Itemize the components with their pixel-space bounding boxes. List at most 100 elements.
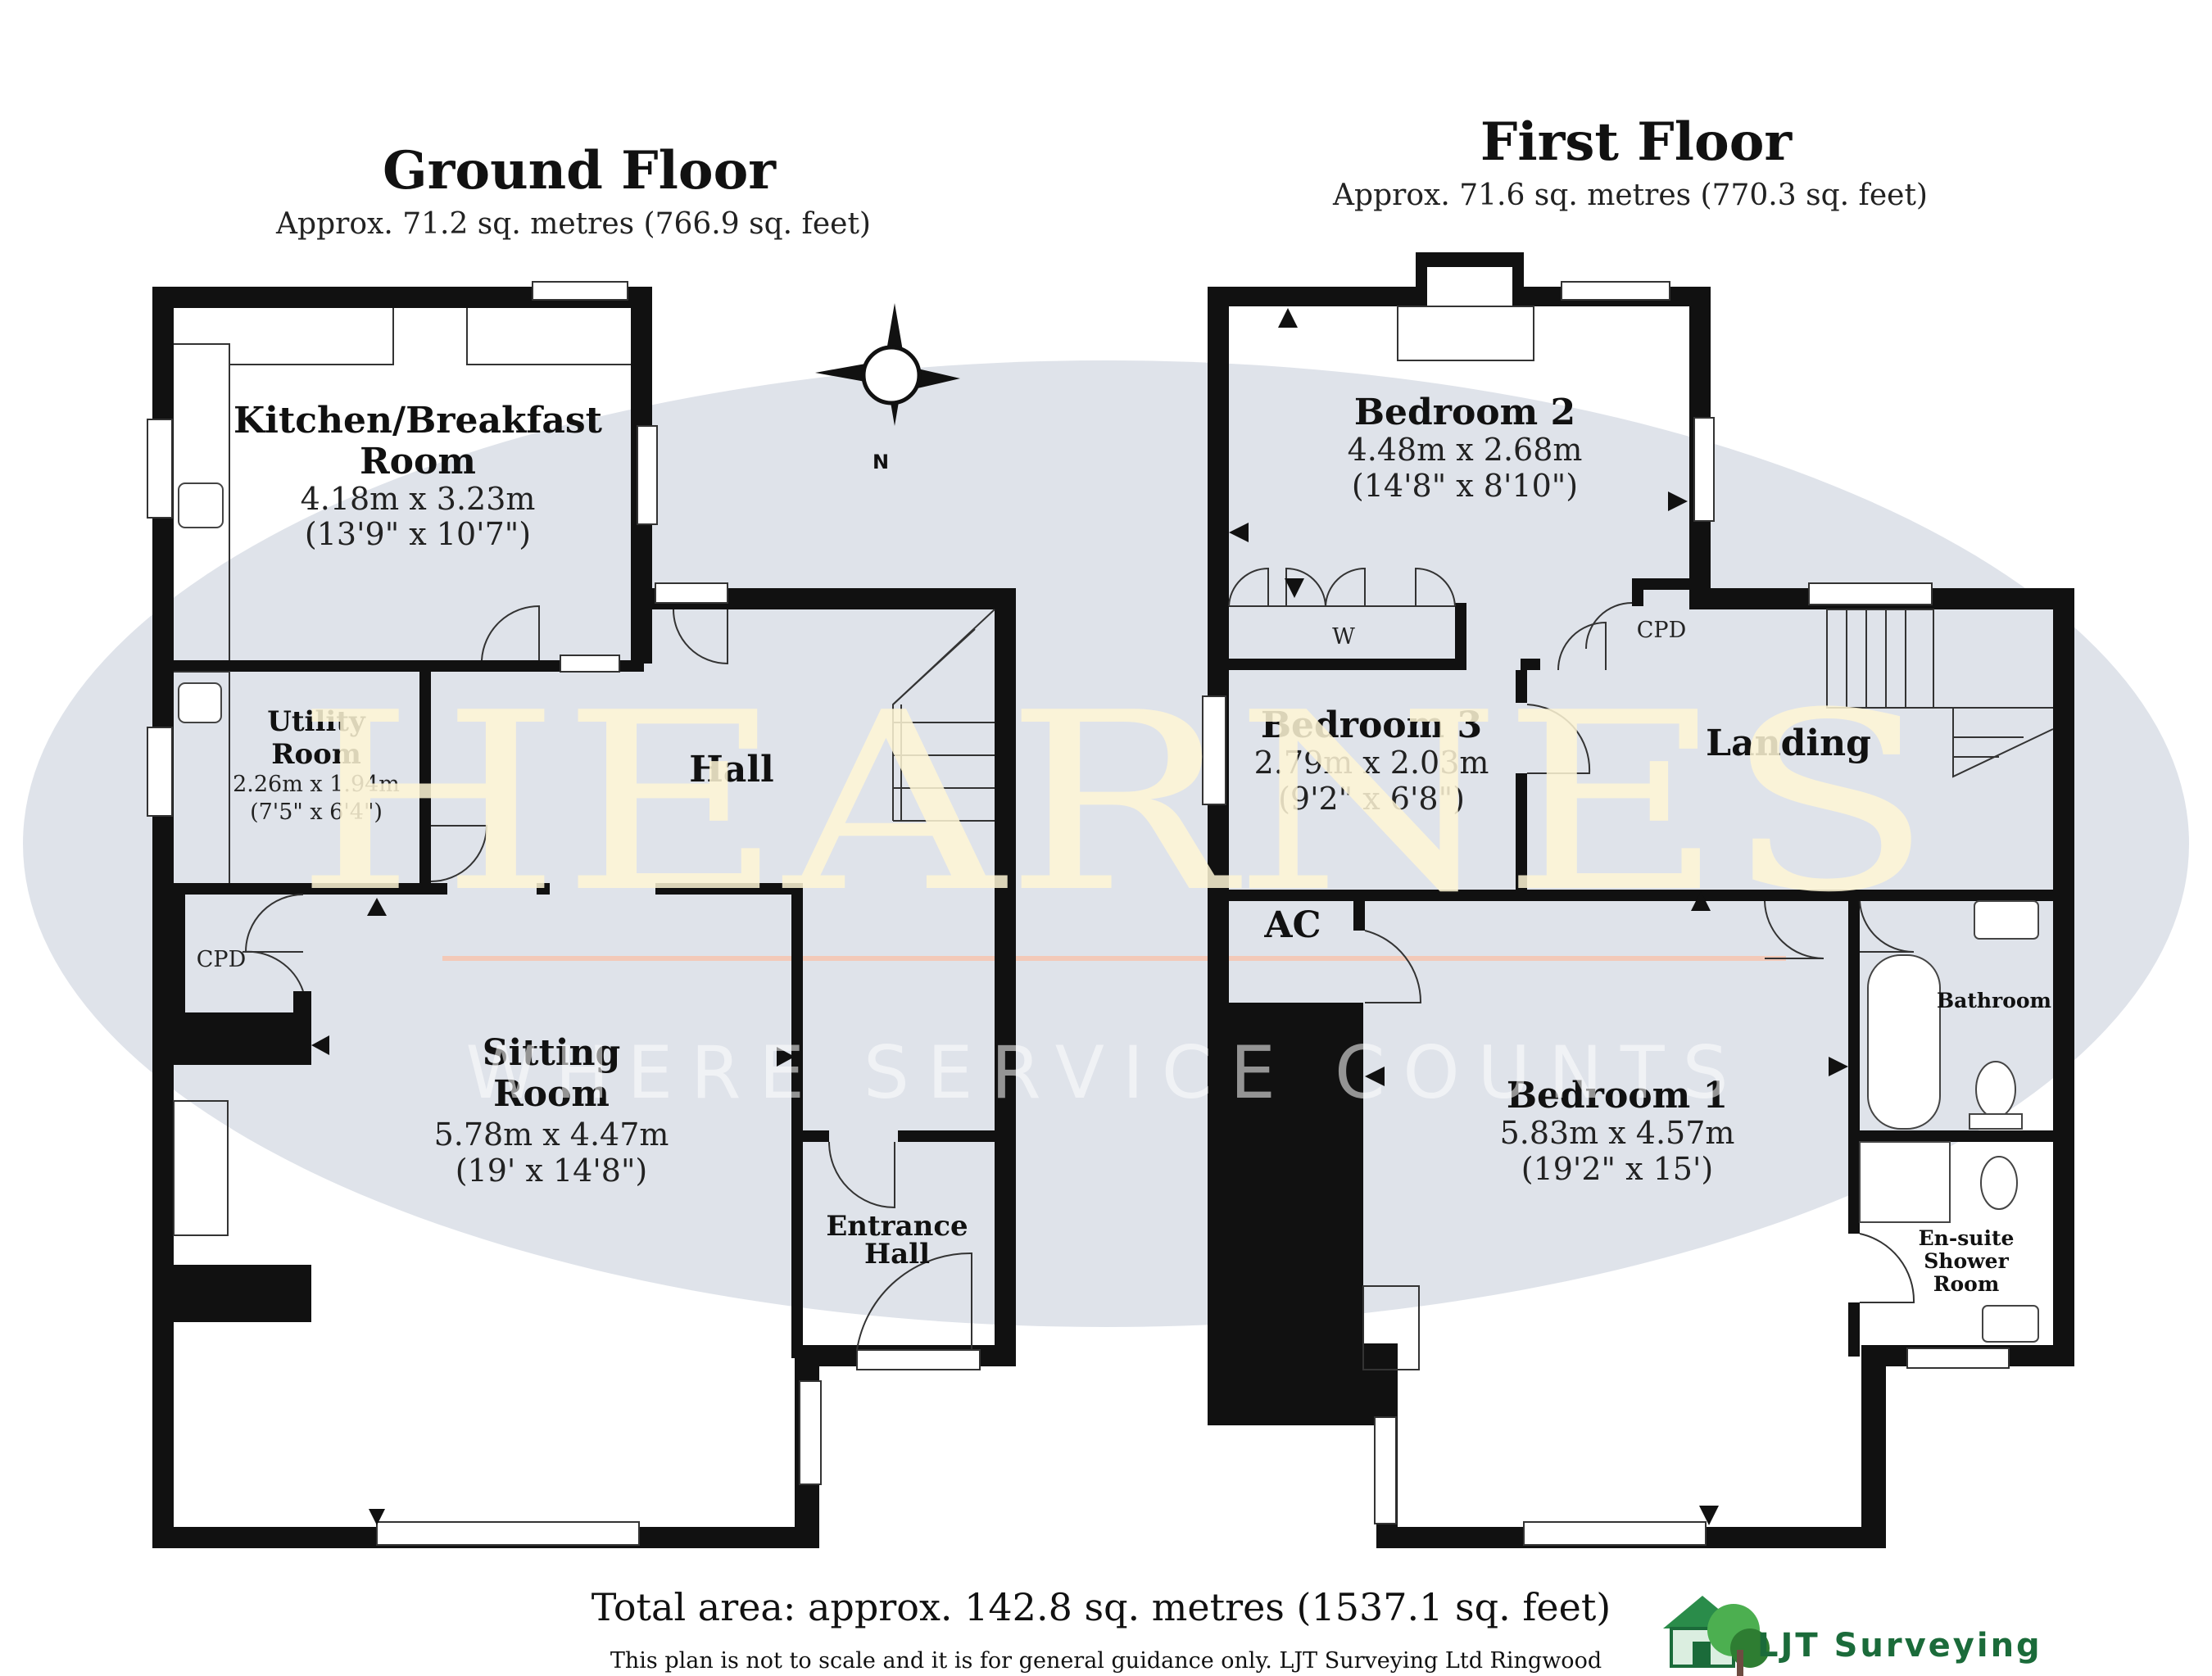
gf-entrance-name: Entrance (826, 1210, 968, 1243)
ff-bath (1867, 954, 1941, 1130)
ff-door-arc (1526, 704, 1591, 774)
gf-window (147, 419, 173, 519)
gf-kitchen-name: Kitchen/Breakfast (233, 400, 603, 442)
ground-floor-area: Approx. 71.2 sq. metres (766.9 sq. feet) (275, 207, 871, 241)
gf-wall (898, 1130, 1004, 1142)
total-area: Total area: approx. 142.8 sq. metres (15… (592, 1585, 1611, 1629)
ff-wall (1516, 670, 1527, 703)
gf-window (532, 281, 628, 301)
gf-kitchen-sink (178, 482, 224, 528)
ff-wall (1521, 659, 1540, 670)
ff-arrow (1229, 523, 1249, 542)
gf-wall (995, 588, 1016, 1366)
ff-landing-name: Landing (1706, 722, 1871, 764)
ff-wall (1861, 1345, 1886, 1548)
ff-chimney (1208, 1343, 1398, 1425)
gf-chimney (174, 1012, 311, 1065)
ff-wall (1819, 890, 1845, 901)
gf-arrow (311, 1035, 329, 1055)
gf-kitchen-worktop (466, 308, 631, 365)
logo: LJT Surveying (1663, 1596, 2042, 1676)
ff-bedroom2-name: Bedroom 2 (1354, 392, 1575, 433)
gf-door-arc (856, 1252, 972, 1351)
gf-door-arc (481, 605, 540, 661)
house-tree-icon (1663, 1596, 1770, 1676)
ff-window (1202, 695, 1226, 805)
gf-arrow (369, 1509, 385, 1525)
ff-wall (1353, 890, 1365, 931)
first-floor-plan: Bedroom 2 4.48m x 2.68m (14'8" x 8'10") … (1202, 252, 2074, 1548)
ff-arrow (1699, 1506, 1719, 1525)
ff-wall (1229, 659, 1466, 670)
ff-alcove (1362, 1285, 1420, 1370)
gf-cpd-name: CPD (197, 947, 246, 972)
gf-arrow (367, 898, 387, 916)
gf-window (799, 1380, 822, 1485)
logo-text: LJT Surveying (1757, 1627, 2042, 1665)
gf-door-arc (242, 950, 304, 992)
ff-door-arc (1585, 602, 1633, 650)
compass-north-label: N (873, 451, 889, 473)
gf-wall (419, 660, 431, 890)
ff-arrow (1668, 491, 1688, 511)
ff-door-arc (1859, 900, 1915, 954)
watermark-tagline: WHERE SERVICE COUNTS (465, 1031, 1746, 1115)
ff-wall (1860, 890, 2074, 901)
gf-wall (791, 883, 803, 1358)
ff-bedroom3-name: Bedroom 3 (1261, 704, 1482, 746)
ff-bedroom3-imperial: (9'2" x 6'8") (1278, 781, 1465, 817)
gf-door-arc (828, 1141, 895, 1209)
gf-utility-name: Room (271, 738, 361, 771)
ff-cpd-name: CPD (1637, 618, 1686, 643)
ff-window (1523, 1521, 1707, 1546)
gf-wall (152, 660, 644, 672)
gf-door-arc (430, 825, 488, 882)
ground-floor-plan: Kitchen/Breakfast Room 4.18m x 3.23m (13… (147, 281, 1016, 1548)
gf-utility-name: Utility (267, 705, 366, 738)
gf-window (560, 655, 620, 673)
ff-wardrobe-door (1325, 567, 1366, 607)
ff-wall (1632, 578, 1643, 606)
gf-sitting-imperial: (19' x 14'8") (456, 1153, 648, 1189)
ff-fireplace (1397, 306, 1534, 361)
ff-toilet-cistern (1969, 1113, 2023, 1130)
ff-window (1693, 417, 1715, 522)
ff-window (1906, 1348, 2010, 1369)
ff-arrow (1829, 1057, 1848, 1076)
ff-door-arc (1859, 1233, 1915, 1303)
gf-door-front (856, 1349, 981, 1370)
ff-stairs (1826, 609, 2054, 778)
ff-door-arc (1764, 900, 1824, 959)
ff-ensuite-name: Room (1933, 1272, 2000, 1296)
ff-basin (1974, 900, 2039, 940)
compass-icon: N (815, 303, 960, 473)
ff-wall (1416, 252, 1524, 267)
gf-entrance-name: Hall (864, 1238, 930, 1271)
gf-utility-metric: 2.26m x 1.94m (233, 772, 400, 797)
ff-arrow (1278, 308, 1298, 328)
gf-utility-imperial: (7'5" x 6'4") (250, 799, 383, 825)
ff-wall (1208, 287, 1427, 306)
ff-shower-tray (1859, 1141, 1951, 1223)
ff-window (1561, 281, 1670, 301)
gf-door-arc (673, 609, 728, 665)
watermark-brand: HEARNES (295, 660, 1933, 946)
gf-sitting-name: Sitting (483, 1032, 621, 1074)
ff-bedroom2-imperial: (14'8" x 8'10") (1352, 468, 1578, 504)
gf-door-frame (655, 582, 728, 604)
ff-wardrobe-door (1285, 567, 1326, 607)
ff-wall (1848, 890, 1860, 1234)
first-floor-area: Approx. 71.6 sq. metres (770.3 sq. feet) (1332, 179, 1928, 212)
ff-bedroom1-imperial: (19'2" x 15') (1521, 1151, 1714, 1187)
gf-wall (803, 1130, 829, 1142)
ff-ensuite-toilet (1980, 1156, 2018, 1210)
ff-arrow (1365, 1067, 1385, 1086)
ff-ensuite-basin (1982, 1305, 2039, 1343)
gf-wall (293, 991, 311, 1065)
ff-toilet (1975, 1061, 2016, 1118)
ff-window (1808, 582, 1933, 605)
ff-bedroom1-metric: 5.83m x 4.57m (1500, 1115, 1735, 1151)
gf-sideboard (173, 1100, 229, 1236)
ff-arrow (1285, 578, 1304, 598)
